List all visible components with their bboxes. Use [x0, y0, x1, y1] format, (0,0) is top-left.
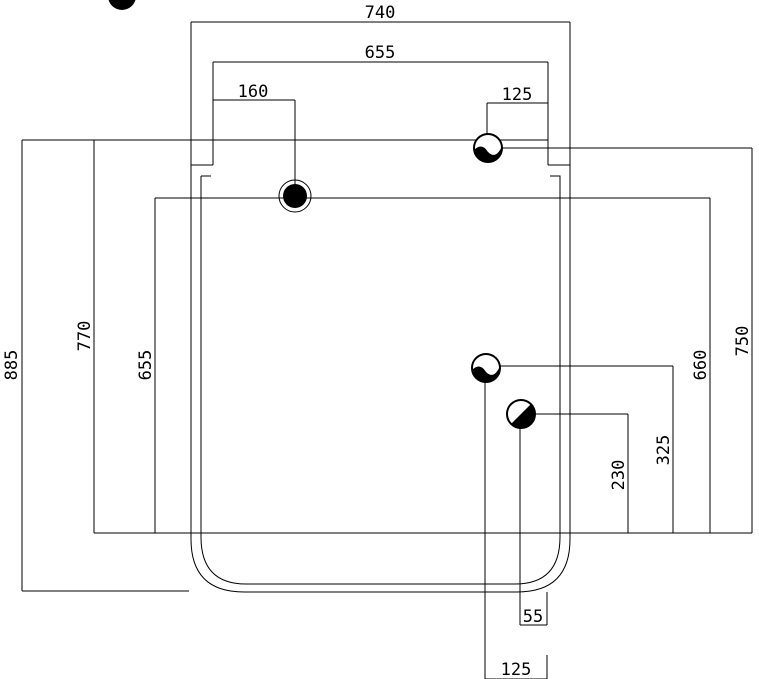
label-bottom-55: 55: [523, 607, 543, 627]
outer-frame: [190, 21, 571, 593]
reference-lines: [22, 139, 752, 592]
tap-hole-lower: [506, 399, 536, 429]
label-height-325: 325: [654, 435, 674, 466]
label-right-offset-top: 125: [502, 85, 533, 105]
label-bottom-125: 125: [501, 660, 532, 679]
label-height-750: 750: [733, 326, 753, 357]
label-height-770: 770: [75, 321, 95, 352]
label-height-660: 660: [691, 350, 711, 381]
corner-fitting-icon: [108, 0, 136, 10]
label-inner-width: 655: [365, 43, 396, 63]
label-height-655: 655: [136, 350, 156, 381]
left-offset-dimension: [213, 99, 296, 196]
label-overall-width: 740: [365, 3, 396, 23]
vertical-dimension-lines: [21, 140, 753, 679]
label-height-230: 230: [609, 460, 629, 491]
label-height-885: 885: [2, 350, 22, 381]
label-left-offset: 160: [238, 82, 269, 102]
tap-hole-top: [473, 133, 503, 163]
tap-hole-middle: [471, 353, 501, 383]
drain-hole: [278, 179, 312, 213]
